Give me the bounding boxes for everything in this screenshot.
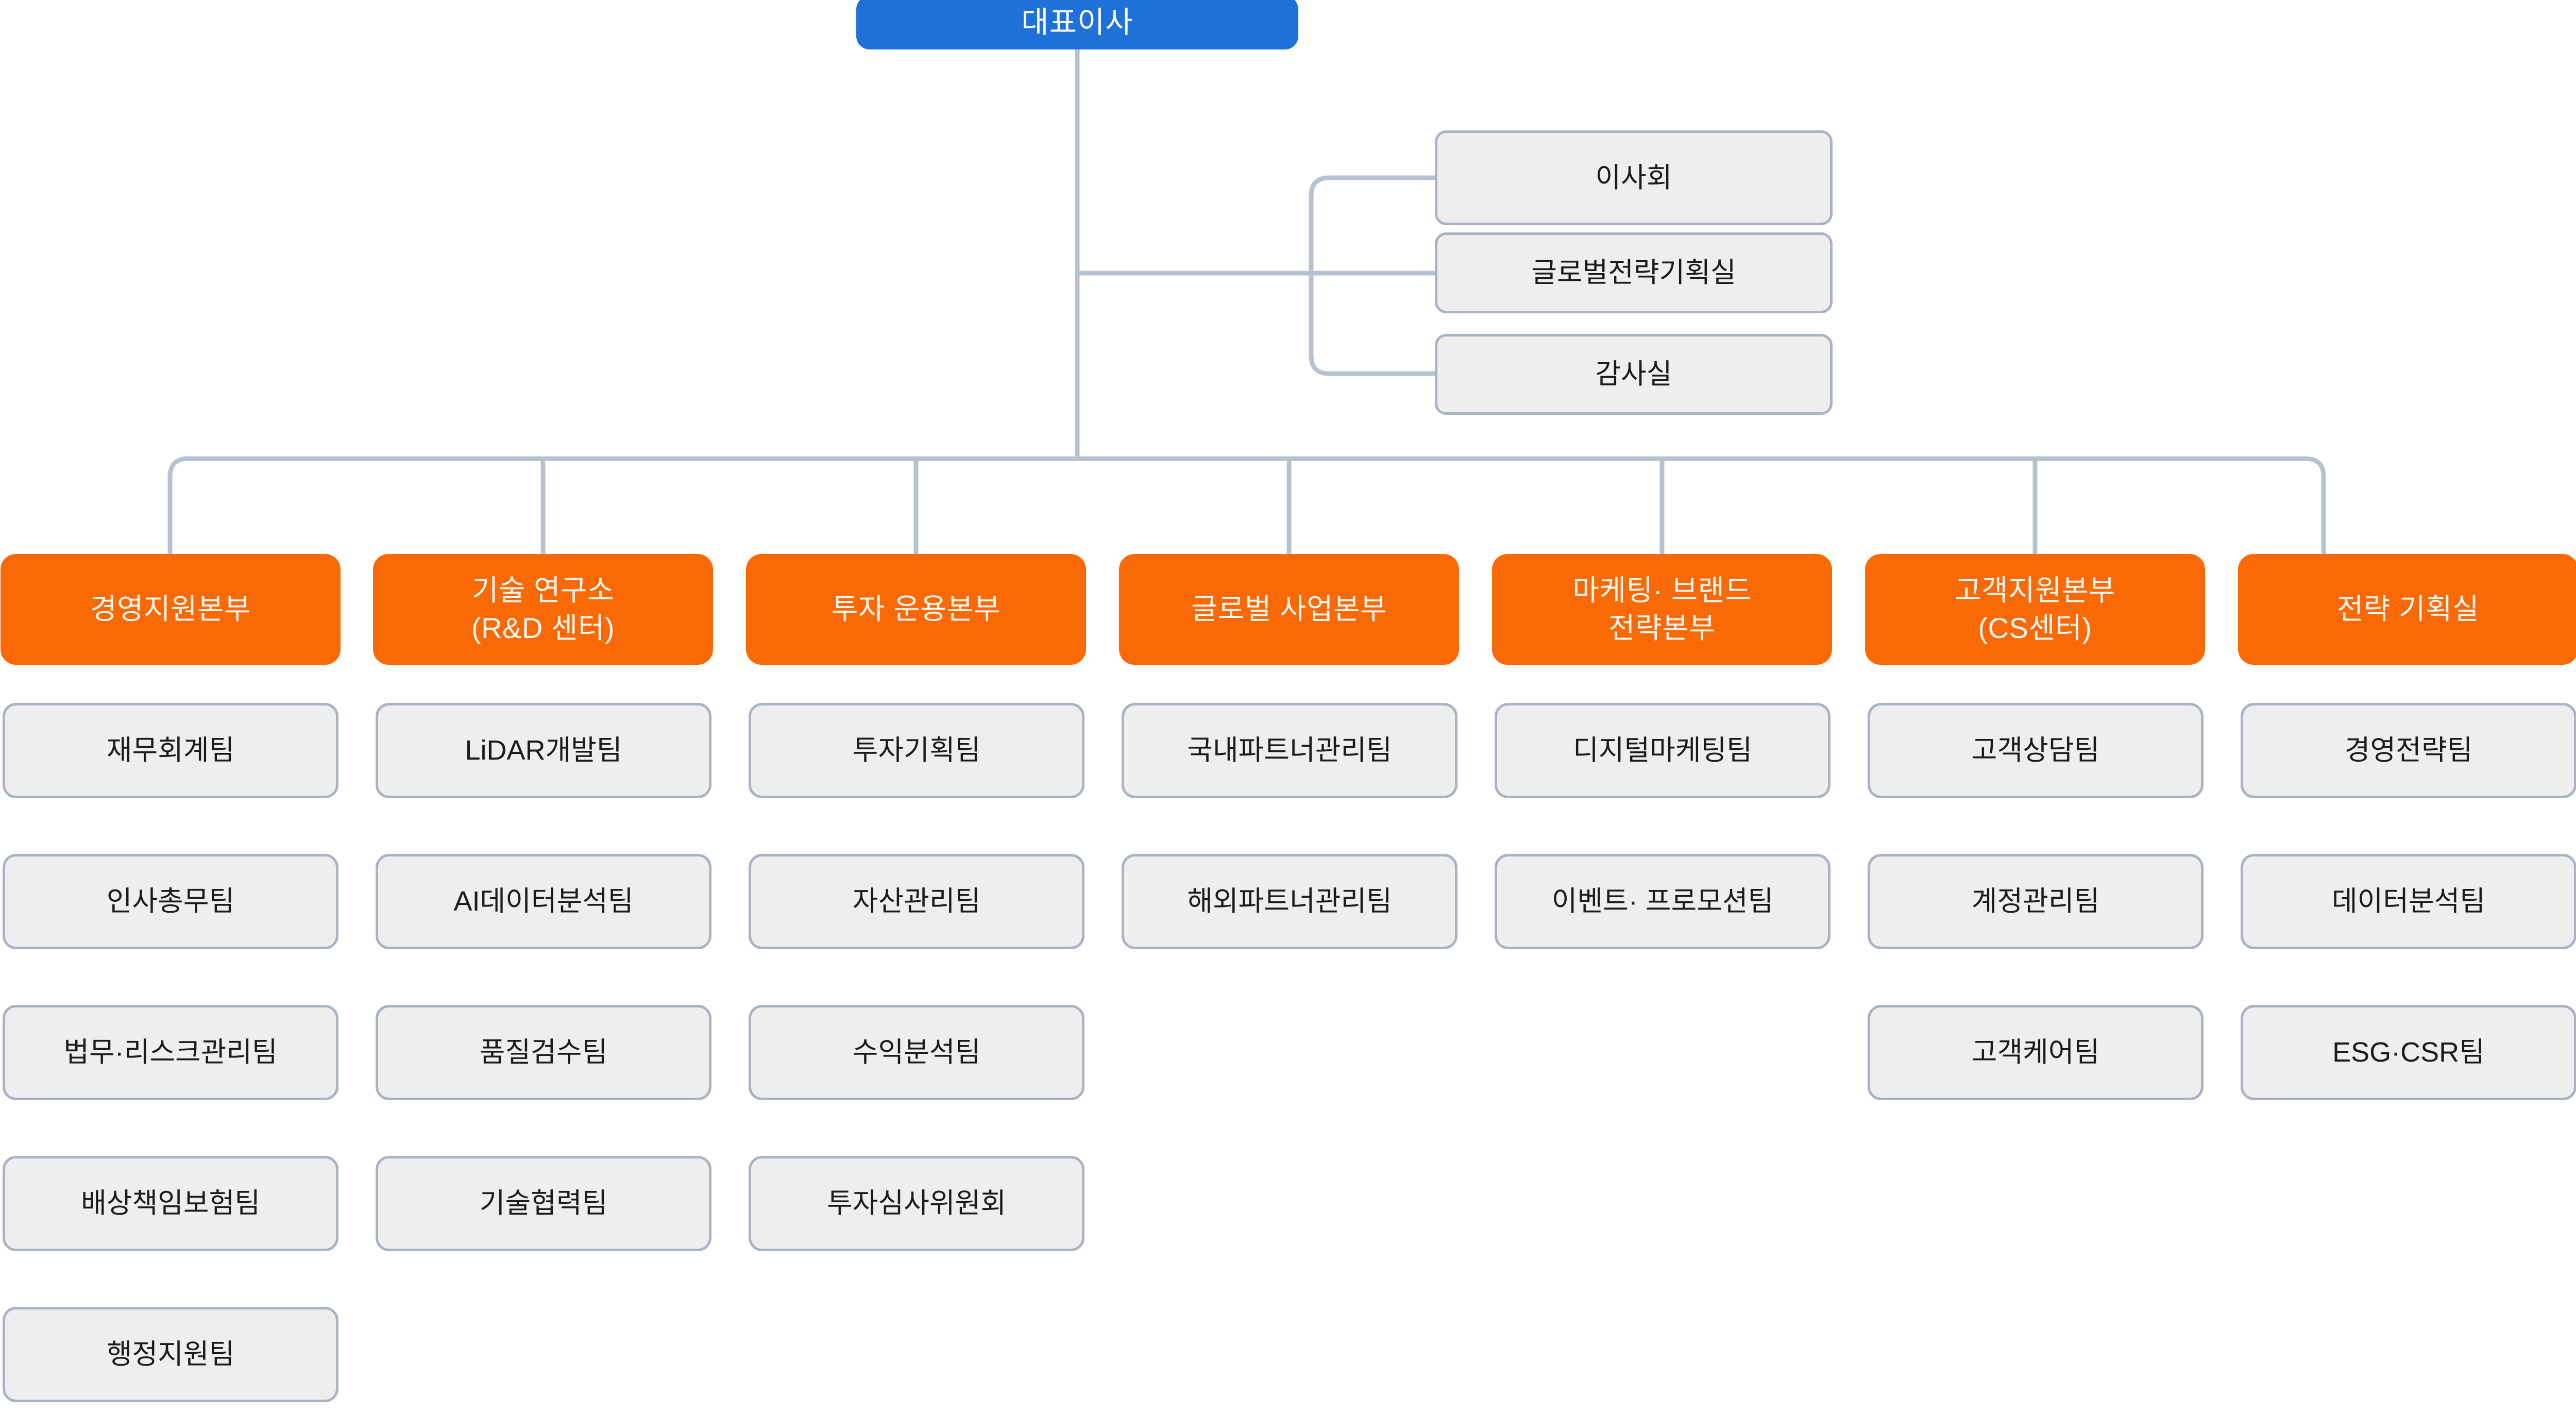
node-team-label: AI데이터분석팀 [453, 886, 634, 917]
node-division-label: 글로벌 사업본부 [1191, 593, 1387, 626]
node-team-label: 배상책임보험팀 [81, 1188, 260, 1219]
node-staff-audit-office[interactable]: 감사실 [1435, 334, 1833, 415]
node-team[interactable]: 국내파트너관리팀 [1122, 703, 1458, 798]
node-team-label: 데이터분석팀 [2331, 886, 2486, 917]
node-division-investment-operations[interactable]: 투자 운용본부 [746, 554, 1086, 665]
node-team-label: 디지털마케팅팀 [1573, 735, 1752, 766]
node-team-label: 경영전략팀 [2344, 735, 2473, 766]
node-team[interactable]: 투자기획팀 [749, 703, 1084, 798]
node-team-label: LiDAR개발팀 [465, 735, 622, 766]
node-division-marketing-brand-strategy[interactable]: 마케팅· 브랜드 전략본부 [1492, 554, 1832, 665]
node-team-label: 이벤트· 프로모션팀 [1551, 886, 1774, 917]
node-team[interactable]: 품질검수팀 [376, 1005, 711, 1100]
node-team-label: 계정관리팀 [1971, 886, 2100, 917]
node-team-label: 품질검수팀 [479, 1037, 608, 1068]
node-division-label: 전략 기획실 [2336, 593, 2480, 626]
node-team[interactable]: 행정지원팀 [3, 1307, 338, 1402]
node-team[interactable]: 투자심사위원회 [749, 1156, 1084, 1251]
node-team-label: 고객상담팀 [1971, 735, 2100, 766]
node-division-label: 고객지원본부 (CS센터) [1954, 574, 2116, 644]
node-team-label: 해외파트너관리팀 [1187, 886, 1392, 917]
node-root-ceo[interactable]: 대표이사 [856, 0, 1298, 49]
node-team[interactable]: ESG·CSR팀 [2241, 1005, 2576, 1100]
node-staff-global-strategy-office[interactable]: 글로벌전략기획실 [1435, 232, 1833, 313]
node-team[interactable]: 배상책임보험팀 [3, 1156, 338, 1251]
node-division-management-support[interactable]: 경영지원본부 [1, 554, 341, 665]
wire-staff-spine [1309, 175, 1435, 376]
node-team-label: 재무회계팀 [106, 735, 235, 766]
node-division-strategy-planning-office[interactable]: 전략 기획실 [2238, 554, 2576, 665]
node-team[interactable]: AI데이터분석팀 [376, 854, 711, 949]
node-division-label: 마케팅· 브랜드 전략본부 [1572, 574, 1752, 644]
node-team-label: 법무·리스크관리팀 [63, 1037, 278, 1068]
node-team-label: ESG·CSR팀 [2332, 1037, 2485, 1068]
node-team-label: 수익분석팀 [852, 1037, 981, 1068]
node-team-label: 고객케어팀 [1971, 1037, 2100, 1068]
node-division-label: 기술 연구소 (R&D 센터) [471, 574, 615, 644]
node-team[interactable]: 기술협력팀 [376, 1156, 711, 1251]
node-division-rnd-center[interactable]: 기술 연구소 (R&D 센터) [373, 554, 713, 665]
node-staff-label: 글로벌전략기획실 [1531, 257, 1736, 289]
node-team[interactable]: 데이터분석팀 [2241, 854, 2576, 949]
node-team[interactable]: 경영전략팀 [2241, 703, 2576, 798]
node-team[interactable]: 자산관리팀 [749, 854, 1084, 949]
node-team[interactable]: 계정관리팀 [1868, 854, 2204, 949]
node-team-label: 인사총무팀 [106, 886, 235, 917]
node-team[interactable]: 고객케어팀 [1868, 1005, 2204, 1100]
node-team-label: 투자심사위원회 [827, 1188, 1006, 1219]
node-team[interactable]: 해외파트너관리팀 [1122, 854, 1458, 949]
wire-division-bus [167, 456, 2326, 554]
node-team[interactable]: 법무·리스크관리팀 [3, 1005, 338, 1100]
node-team[interactable]: 고객상담팀 [1868, 703, 2204, 798]
node-division-customer-support-cs-center[interactable]: 고객지원본부 (CS센터) [1865, 554, 2205, 665]
node-team[interactable]: 이벤트· 프로모션팀 [1495, 854, 1831, 949]
node-team[interactable]: LiDAR개발팀 [376, 703, 711, 798]
node-team-label: 기술협력팀 [479, 1188, 608, 1219]
node-division-global-business[interactable]: 글로벌 사업본부 [1119, 554, 1459, 665]
node-staff-label: 이사회 [1595, 162, 1672, 193]
node-team-label: 자산관리팀 [852, 886, 981, 917]
node-staff-board[interactable]: 이사회 [1435, 130, 1833, 225]
node-team[interactable]: 재무회계팀 [3, 703, 338, 798]
node-division-label: 투자 운용본부 [831, 593, 1001, 626]
node-division-label: 경영지원본부 [90, 593, 251, 626]
node-team[interactable]: 인사총무팀 [3, 854, 338, 949]
node-team-label: 국내파트너관리팀 [1187, 735, 1392, 766]
node-team[interactable]: 디지털마케팅팀 [1495, 703, 1831, 798]
node-team-label: 투자기획팀 [852, 735, 981, 766]
node-root-label: 대표이사 [1021, 6, 1133, 40]
node-team-label: 행정지원팀 [106, 1339, 235, 1370]
node-team[interactable]: 수익분석팀 [749, 1005, 1084, 1100]
node-staff-label: 감사실 [1595, 359, 1672, 390]
